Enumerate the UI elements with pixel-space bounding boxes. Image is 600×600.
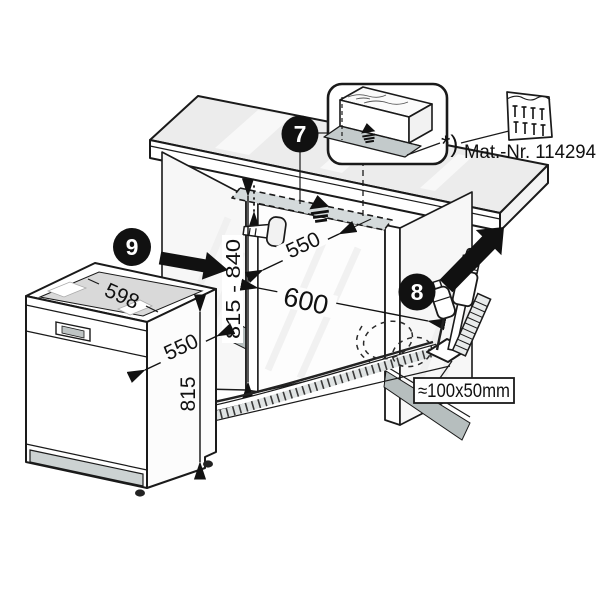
drain-hose-floor	[187, 347, 436, 426]
material-callout: *) Mat.-Nr. 114294	[406, 91, 596, 163]
wood-grain-texture	[347, 94, 409, 105]
appliance-foot	[135, 489, 145, 497]
callout-8-badge: 8	[398, 273, 436, 311]
cutout-size-label: ≈100x50mm	[418, 381, 510, 402]
niche-height-dimension: 815 - 840	[222, 178, 255, 400]
screw-bag-icon	[506, 91, 553, 141]
callout-8-number: 8	[411, 279, 424, 305]
callout-7-number: 7	[294, 121, 307, 147]
kick-plate	[29, 449, 144, 487]
callout-9-number: 9	[126, 234, 139, 260]
insertion-arrow	[158, 251, 228, 280]
power-cord	[202, 340, 434, 406]
callout-9-badge: 9	[113, 228, 151, 266]
appliance-height-label: 815	[177, 376, 200, 411]
material-number-label: Mat.-Nr. 114294	[464, 142, 596, 163]
counter-direction-arrow	[439, 227, 504, 293]
hose-slack-loops	[355, 320, 433, 368]
dishwasher-worktop	[38, 271, 204, 317]
callout-7-badge: 7	[281, 115, 328, 153]
detail-inset-box	[323, 82, 449, 166]
drain-hose-end	[451, 292, 492, 357]
appliance-height-dimension: 815	[177, 294, 207, 480]
niche-height-label: 815 - 840	[223, 239, 245, 339]
screws-glyphs	[512, 105, 546, 136]
steam-protection-plate	[231, 187, 393, 231]
appliance-foot	[203, 460, 213, 468]
footnote-marker: *)	[441, 131, 458, 158]
cutout-size-callout: ≈100x50mm	[413, 360, 515, 404]
